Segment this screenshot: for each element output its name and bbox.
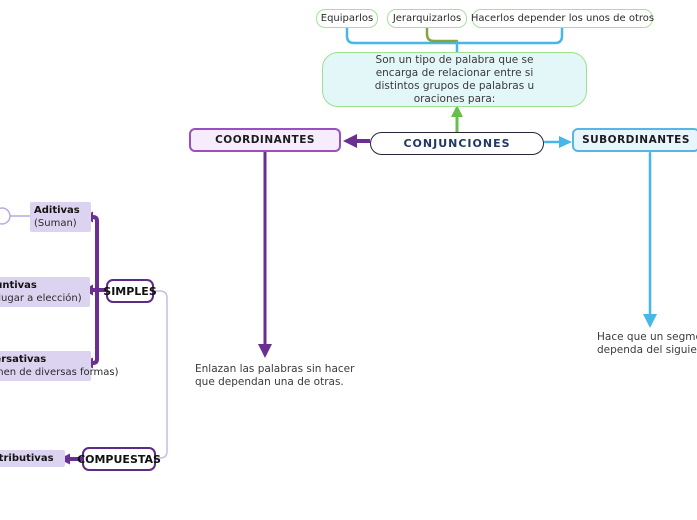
branch-label: COORDINANTES <box>215 134 315 146</box>
root-label: CONJUNCIONES <box>403 137 511 150</box>
type-label: COMPUESTAS <box>77 452 161 466</box>
coordinantes-description[interactable]: Enlazan las palabras sin hacer que depen… <box>195 363 354 388</box>
purpose-label: Hacerlos depender los unos de otros <box>470 13 655 24</box>
definition-line: oraciones para: <box>413 92 496 105</box>
type-node-compuestas[interactable]: COMPUESTAS <box>77 447 161 471</box>
kind-detail: (Oponen de diversas formas) <box>0 367 119 378</box>
definition-node[interactable]: Son un tipo de palabra que se encarga de… <box>322 52 587 107</box>
arrowhead-left-coordinantes <box>343 134 357 148</box>
description-line: que dependan una de otras. <box>195 375 344 388</box>
definition-line: encarga de relacionar entre si <box>375 66 534 79</box>
purpose-node-jerarquizarlos[interactable]: Jerarquizarlos <box>387 9 467 28</box>
description-line: Hace que un segmento <box>597 331 697 343</box>
arrowhead-down-subordinantes <box>643 314 657 328</box>
branch-label: SUBORDINANTES <box>582 134 690 146</box>
connection-port-circle <box>0 207 11 225</box>
kind-detail: (Dan lugar a elección) <box>0 293 82 304</box>
kind-name: Aditivas <box>34 205 80 216</box>
type-node-simples[interactable]: SIMPLES <box>103 279 157 303</box>
description-line: Enlazan las palabras sin hacer <box>195 363 355 375</box>
kind-node-disyuntivas[interactable]: Disyuntivas (Dan lugar a elección) <box>0 277 90 307</box>
branch-node-subordinantes[interactable]: SUBORDINANTES <box>572 128 697 152</box>
purpose-node-depender[interactable]: Hacerlos depender los unos de otros <box>470 9 655 28</box>
purpose-node-equiparlos[interactable]: Equiparlos <box>316 9 378 28</box>
edge-purpose-olive <box>425 26 459 43</box>
kind-name: Adversativas <box>0 354 47 365</box>
subordinantes-description[interactable]: Hace que un segmento dependa del siguien… <box>597 331 697 356</box>
type-label: SIMPLES <box>103 284 157 298</box>
branch-node-coordinantes[interactable]: COORDINANTES <box>189 128 341 152</box>
kind-detail: (Suman) <box>34 218 77 229</box>
kind-name: Disyuntivas <box>0 280 37 291</box>
definition-line: Son un tipo de palabra que se <box>375 53 534 66</box>
edge-simples-compuestas <box>153 290 168 459</box>
kind-node-distributivas[interactable]: Distributivas <box>0 450 65 467</box>
definition-line: distintos grupos de palabras u <box>374 79 535 92</box>
arrowhead-down-coordinantes <box>258 344 272 358</box>
kind-node-adversativas[interactable]: Adversativas (Oponen de diversas formas) <box>0 351 119 381</box>
purpose-label: Equiparlos <box>320 13 374 24</box>
purpose-label: Jerarquizarlos <box>392 13 462 24</box>
arrowhead-right-subordinantes <box>559 136 572 148</box>
description-line: dependa del siguiente <box>597 343 697 356</box>
root-node-conjunciones[interactable]: CONJUNCIONES <box>370 132 544 155</box>
kind-name: Distributivas <box>0 453 54 464</box>
kind-node-aditivas[interactable]: Aditivas (Suman) <box>30 202 91 232</box>
edge-simples-trunk <box>90 215 99 365</box>
edge-purposes-cyan <box>345 26 564 45</box>
